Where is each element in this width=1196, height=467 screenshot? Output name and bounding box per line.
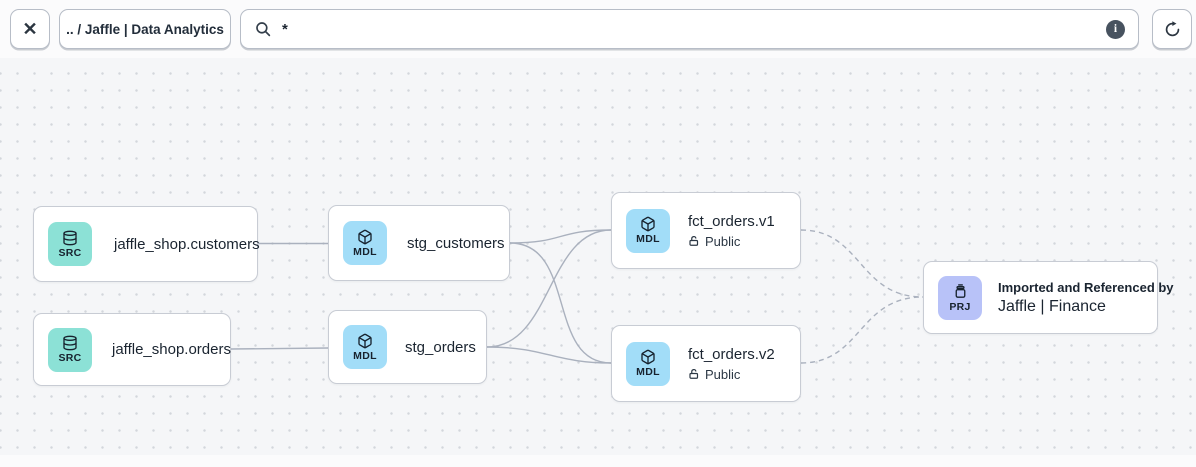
search-box[interactable]: i xyxy=(240,9,1139,49)
node-label: stg_customers xyxy=(407,234,505,252)
database-icon xyxy=(63,230,77,245)
access-label: Public xyxy=(705,366,741,382)
badge-label: SRC xyxy=(58,352,82,364)
source-badge: SRC xyxy=(48,222,92,266)
cube-icon xyxy=(641,216,655,232)
node-label: fct_orders.v2 xyxy=(688,345,775,363)
badge-label: MDL xyxy=(636,366,660,378)
node-body: fct_orders.v2 Public xyxy=(688,346,775,382)
project-badge: PRJ xyxy=(938,275,982,320)
close-button[interactable]: ✕ xyxy=(10,9,50,49)
database-icon xyxy=(63,335,77,351)
badge-label: MDL xyxy=(353,245,377,258)
node-label: jaffle_shop.orders xyxy=(112,341,231,358)
cube-icon xyxy=(641,349,655,365)
node-stg-orders[interactable]: MDL stg_orders xyxy=(328,310,487,384)
refresh-button[interactable] xyxy=(1152,9,1192,49)
node-label: fct_orders.v1 xyxy=(688,212,775,230)
search-icon xyxy=(254,20,272,38)
badge-label: PRJ xyxy=(949,300,971,313)
node-label: jaffle_shop.customers xyxy=(114,235,260,253)
cube-icon xyxy=(358,229,372,244)
lock-open-icon xyxy=(689,369,699,379)
lock-open-icon xyxy=(689,236,699,246)
node-project-jaffle-finance[interactable]: PRJ Imported and Referenced by Jaffle | … xyxy=(923,261,1174,334)
model-badge: MDL xyxy=(626,208,670,253)
search-input[interactable] xyxy=(282,20,1106,38)
node-fct-orders-v1[interactable]: MDL fct_orders.v1 Public xyxy=(611,192,801,269)
node-jaffle-shop-orders[interactable]: SRC jaffle_shop.orders xyxy=(33,313,231,386)
info-icon[interactable]: i xyxy=(1106,19,1125,39)
breadcrumb-button[interactable]: .. / Jaffle | Data Analytics xyxy=(59,9,231,49)
access-label: Public xyxy=(705,233,741,249)
badge-label: SRC xyxy=(58,246,82,259)
breadcrumb: .. / Jaffle | Data Analytics xyxy=(66,21,224,37)
node-jaffle-shop-customers[interactable]: SRC jaffle_shop.customers xyxy=(33,206,260,282)
model-badge: MDL xyxy=(343,325,387,369)
model-badge: MDL xyxy=(626,341,670,386)
project-name: Jaffle | Finance xyxy=(998,297,1106,315)
cube-icon xyxy=(358,333,372,348)
node-fct-orders-v2[interactable]: MDL fct_orders.v2 Public xyxy=(611,325,801,402)
node-body: fct_orders.v1 Public xyxy=(688,213,775,249)
close-icon: ✕ xyxy=(22,19,38,39)
refresh-icon xyxy=(1163,20,1182,39)
badge-label: MDL xyxy=(636,233,660,245)
project-jar-icon xyxy=(955,283,965,298)
node-label: stg_orders xyxy=(405,338,476,356)
badge-label: MDL xyxy=(353,349,377,362)
node-stg-customers[interactable]: MDL stg_customers xyxy=(328,205,510,281)
project-relation-label: Imported and Referenced by xyxy=(998,279,1174,295)
source-badge: SRC xyxy=(48,327,92,372)
node-body: Imported and Referenced by Jaffle | Fina… xyxy=(998,280,1174,316)
access-row: Public xyxy=(688,367,775,382)
access-row: Public xyxy=(688,234,775,249)
model-badge: MDL xyxy=(343,221,387,265)
